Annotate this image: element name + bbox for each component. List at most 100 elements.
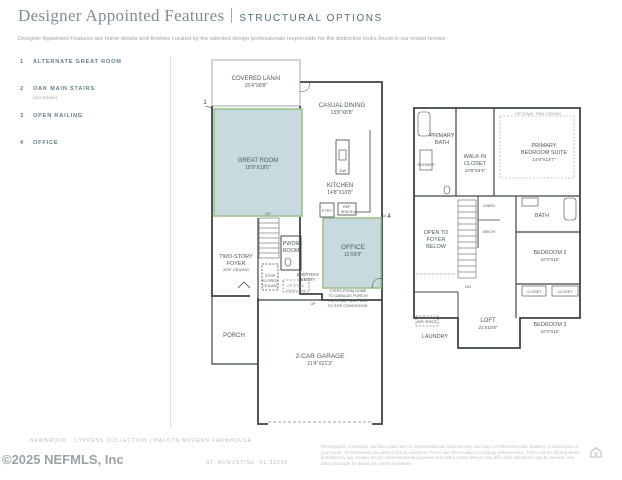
bedroom2-dims: 10'4"X10' [541, 257, 560, 262]
callout-4: 4 [387, 214, 391, 220]
tub [417, 111, 431, 137]
second-floor-labels: PRIMARY BATH WALK-IN CLOSET 10'9"X6'4" O… [417, 112, 573, 340]
covered-lanai-outline [211, 59, 301, 107]
option-item-3: 3 OPEN RAILING [20, 113, 83, 119]
stor-label-2: SLOPED [262, 279, 278, 283]
wic-label-1: WALK-IN [464, 154, 487, 160]
first-floor-plan [204, 59, 386, 425]
toilet [284, 257, 292, 267]
bedroom3-dims: 10'4"X10' [541, 329, 560, 334]
laundry-label: LAUNDRY [422, 334, 449, 340]
dining-dims: 13'8"X8'8" [331, 110, 354, 116]
door-swing [299, 81, 311, 93]
loft-label: LOFT [480, 318, 496, 324]
steps-note-1: STEPS FROM HOME [329, 289, 367, 293]
title-text: Designer Appointed Features [18, 6, 225, 25]
sink [338, 149, 347, 161]
office-highlight [322, 217, 382, 289]
entry-label-1: EVERYDAY [297, 272, 320, 277]
suite-label-2: BEDROOM SUITE [521, 150, 567, 156]
main-stairs [258, 217, 280, 259]
great-room-highlight [213, 108, 303, 217]
callout-1: 1 [203, 100, 207, 106]
tray-ceiling-note: OPTIONAL TRAY CEILING [515, 112, 561, 116]
closet-label-1: CLOSET [526, 290, 542, 294]
closet-label-2: CLOSET [557, 290, 573, 294]
wic-dims: 10'9"X6'4" [465, 168, 486, 173]
entry-label-2: ENTRY [301, 277, 315, 282]
foyer-label-1: TWO-STORY [219, 254, 253, 260]
porch-outline [211, 296, 259, 365]
pantry-outline [319, 202, 335, 218]
foyer-note: 20'8" CEILING [223, 267, 249, 272]
wd-space-outline [415, 315, 439, 327]
mech-label: MECH [483, 229, 495, 234]
suite-dims: 14'8"X14'7" [533, 157, 556, 162]
closet-outline [551, 285, 579, 297]
drop-zone-label-1: OPTIONAL [287, 284, 305, 288]
toilet [443, 185, 451, 195]
stairs-dn-label: DN [465, 284, 471, 289]
drop-zone-label-2: DROP ZONE [286, 289, 307, 293]
shower-outline [419, 149, 433, 171]
option-number: 3 [20, 113, 24, 119]
stairs-up-label: UP [265, 211, 271, 216]
steps-note-4: TO SITE CONDITIONS. [328, 304, 369, 308]
entry-steps [237, 281, 251, 289]
bath-tub [563, 197, 577, 221]
open-to-label-2: FOYER [427, 237, 446, 243]
lanai-label: COVERED LANAI [232, 76, 281, 82]
drop-zone-outline [282, 279, 310, 293]
kitchen-island [335, 139, 350, 175]
vanity [521, 197, 539, 207]
watermark: ©2025 NEFMLS, Inc [2, 452, 124, 467]
great-room-label: GREAT ROOM [238, 158, 278, 164]
section-title: STRUCTURAL OPTIONS [239, 13, 383, 24]
tray-ceiling [499, 115, 575, 179]
option-number: 4 [20, 140, 24, 146]
first-floor-labels: COVERED LANAI 15'4"X8'8" CASUAL DINING 1… [203, 76, 391, 367]
linen-label: LINEN [483, 203, 495, 208]
garage-label: 2-CAR GARAGE [295, 353, 345, 360]
page-subtitle: Designer Appointed Features are home det… [18, 36, 446, 42]
option-number: 2 [20, 86, 24, 92]
option-note: (not shown) [33, 95, 58, 100]
stor-label-3: CEILING [262, 284, 277, 288]
wic-label-2: CLOSET [464, 161, 487, 167]
garage-dims: 21'4"X21'3" [307, 361, 333, 367]
footer-location: ST. AUGUSTINE, FL 32092 [206, 460, 288, 466]
dw-label: DW [340, 168, 347, 173]
option-item-1: 1 ALTERNATE GREAT ROOM [20, 59, 122, 65]
door-swing [371, 277, 383, 289]
second-floor-plan [413, 107, 581, 349]
option-label: OPEN RAILING [33, 113, 84, 119]
callout-line-1 [204, 105, 213, 109]
page-title: Designer Appointed Features STRUCTURAL OP… [18, 6, 383, 26]
kitchen-counter [354, 130, 371, 213]
closet-outline [521, 285, 547, 297]
primary-bath-label-2: BATH [435, 140, 449, 146]
equal-housing-icon [590, 446, 602, 458]
great-room-dims: 18'9"X18'5" [245, 165, 271, 171]
loft-dims: 21'X10'8" [479, 325, 498, 330]
option-label: ALTERNATE GREAT ROOM [33, 59, 122, 65]
wd-space-label: W/D SPACE [417, 320, 438, 324]
pwdr-label-1: PWDR [283, 241, 300, 247]
option-label: OFFICE [33, 140, 59, 146]
bedroom2-label: BEDROOM 2 [533, 250, 566, 256]
divider-line [170, 56, 171, 428]
pwdr-label-2: ROOM [282, 248, 300, 254]
kitchen-label: KITCHEN [327, 183, 353, 189]
office-dims: 11'X9'9" [344, 252, 362, 258]
pantry-label: PTRY [322, 208, 333, 213]
open-to-label-3: BELOW [426, 244, 447, 250]
ref-space-outline [337, 202, 357, 216]
shower-label: SHOWER [417, 163, 434, 167]
primary-bath-label-1: PRIMARY [430, 133, 455, 139]
option-number: 1 [20, 59, 24, 65]
lanai-dims: 15'4"X8'8" [245, 83, 268, 89]
powder-room-outline [280, 235, 302, 271]
steps-note-3: PATIO MAY VARY DUE [328, 299, 368, 303]
open-to-label-1: OPEN TO [424, 230, 449, 236]
